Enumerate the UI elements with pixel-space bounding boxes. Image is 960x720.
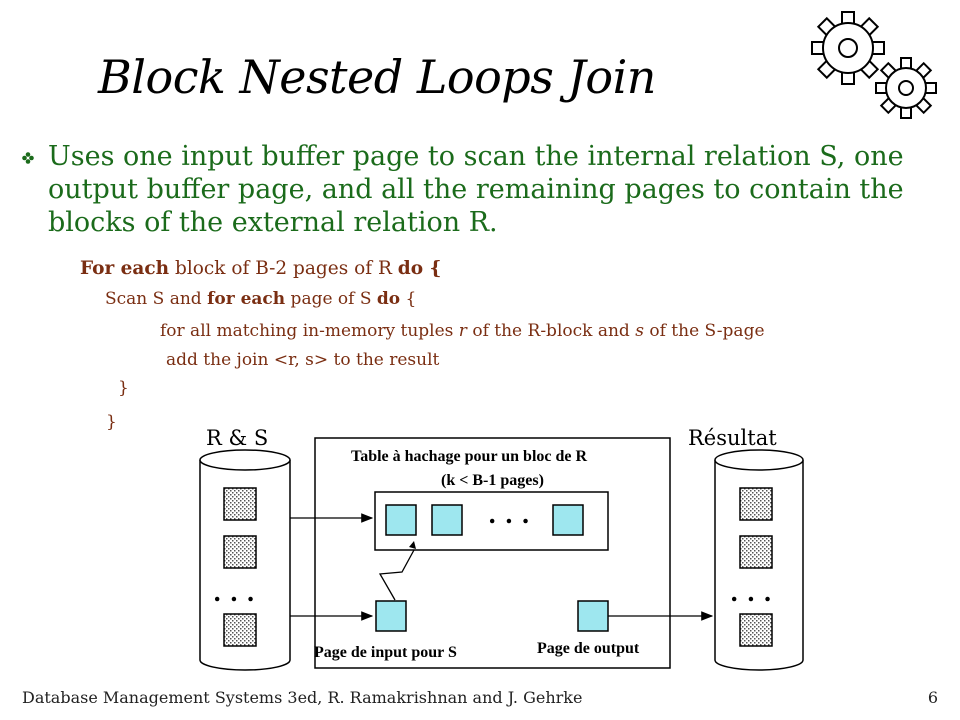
code-keyword: do {	[397, 258, 442, 279]
result-label: Résultat	[688, 426, 777, 450]
disk-page	[223, 535, 257, 569]
code-line-1: For each block of B-2 pages of R do {	[80, 258, 441, 279]
hash-page	[552, 504, 584, 536]
bullet-text: Uses one input buffer page to scan the i…	[48, 141, 904, 238]
code-line-5: }	[118, 378, 129, 398]
hash-ellipsis: . . .	[488, 500, 530, 529]
rs-label: R & S	[206, 426, 269, 450]
footer-citation: Database Management Systems 3ed, R. Rama…	[22, 688, 583, 707]
code-keyword: for each	[207, 289, 286, 309]
slide-title: Block Nested Loops Join	[98, 50, 656, 104]
right-disk-cylinder	[714, 449, 804, 671]
disk-page	[739, 613, 773, 647]
disk-page	[739, 487, 773, 521]
code-keyword: For each	[80, 258, 170, 279]
input-buffer-page	[375, 600, 407, 632]
code-var: r	[458, 321, 467, 341]
bullet-item: Uses one input buffer page to scan the i…	[22, 140, 947, 239]
code-var: s	[635, 321, 644, 341]
probe-zigzag	[378, 549, 415, 601]
code-text: of the S-page	[643, 321, 765, 341]
diamond-bullet-icon	[22, 152, 34, 164]
code-text: for all matching in-memory tuples	[160, 321, 459, 341]
input-page-label: Page de input pour S	[314, 644, 457, 661]
hash-table-box	[374, 491, 609, 551]
code-text: page of S	[285, 289, 377, 309]
disk-page	[739, 535, 773, 569]
left-ellipsis: . . .	[213, 578, 255, 607]
output-buffer-page	[577, 600, 609, 632]
code-line-2: Scan S and for each page of S do {	[105, 289, 416, 309]
hash-page	[431, 504, 463, 536]
probe-arrowhead	[409, 541, 416, 549]
output-page-label: Page de output	[537, 640, 640, 657]
code-line-6: }	[106, 412, 117, 432]
code-text: of the R-block and	[466, 321, 636, 341]
code-text: {	[400, 289, 417, 309]
code-text: Scan S and	[105, 289, 208, 309]
main-memory-box	[314, 437, 671, 669]
page-number: 6	[927, 688, 938, 707]
hash-table-subtitle: (k < B-1 pages)	[441, 472, 544, 489]
disk-page	[223, 487, 257, 521]
left-disk-cylinder	[199, 449, 291, 671]
gears-icon	[811, 11, 937, 119]
right-ellipsis: . . .	[730, 578, 772, 607]
code-line-4: add the join <r, s> to the result	[166, 350, 440, 370]
hash-table-title: Table à hachage pour un bloc de R	[351, 448, 588, 465]
code-keyword: do	[376, 289, 401, 309]
disk-page	[223, 613, 257, 647]
hash-page	[385, 504, 417, 536]
code-line-3: for all matching in-memory tuples r of t…	[160, 321, 765, 341]
code-text: block of B-2 pages of R	[169, 258, 398, 279]
